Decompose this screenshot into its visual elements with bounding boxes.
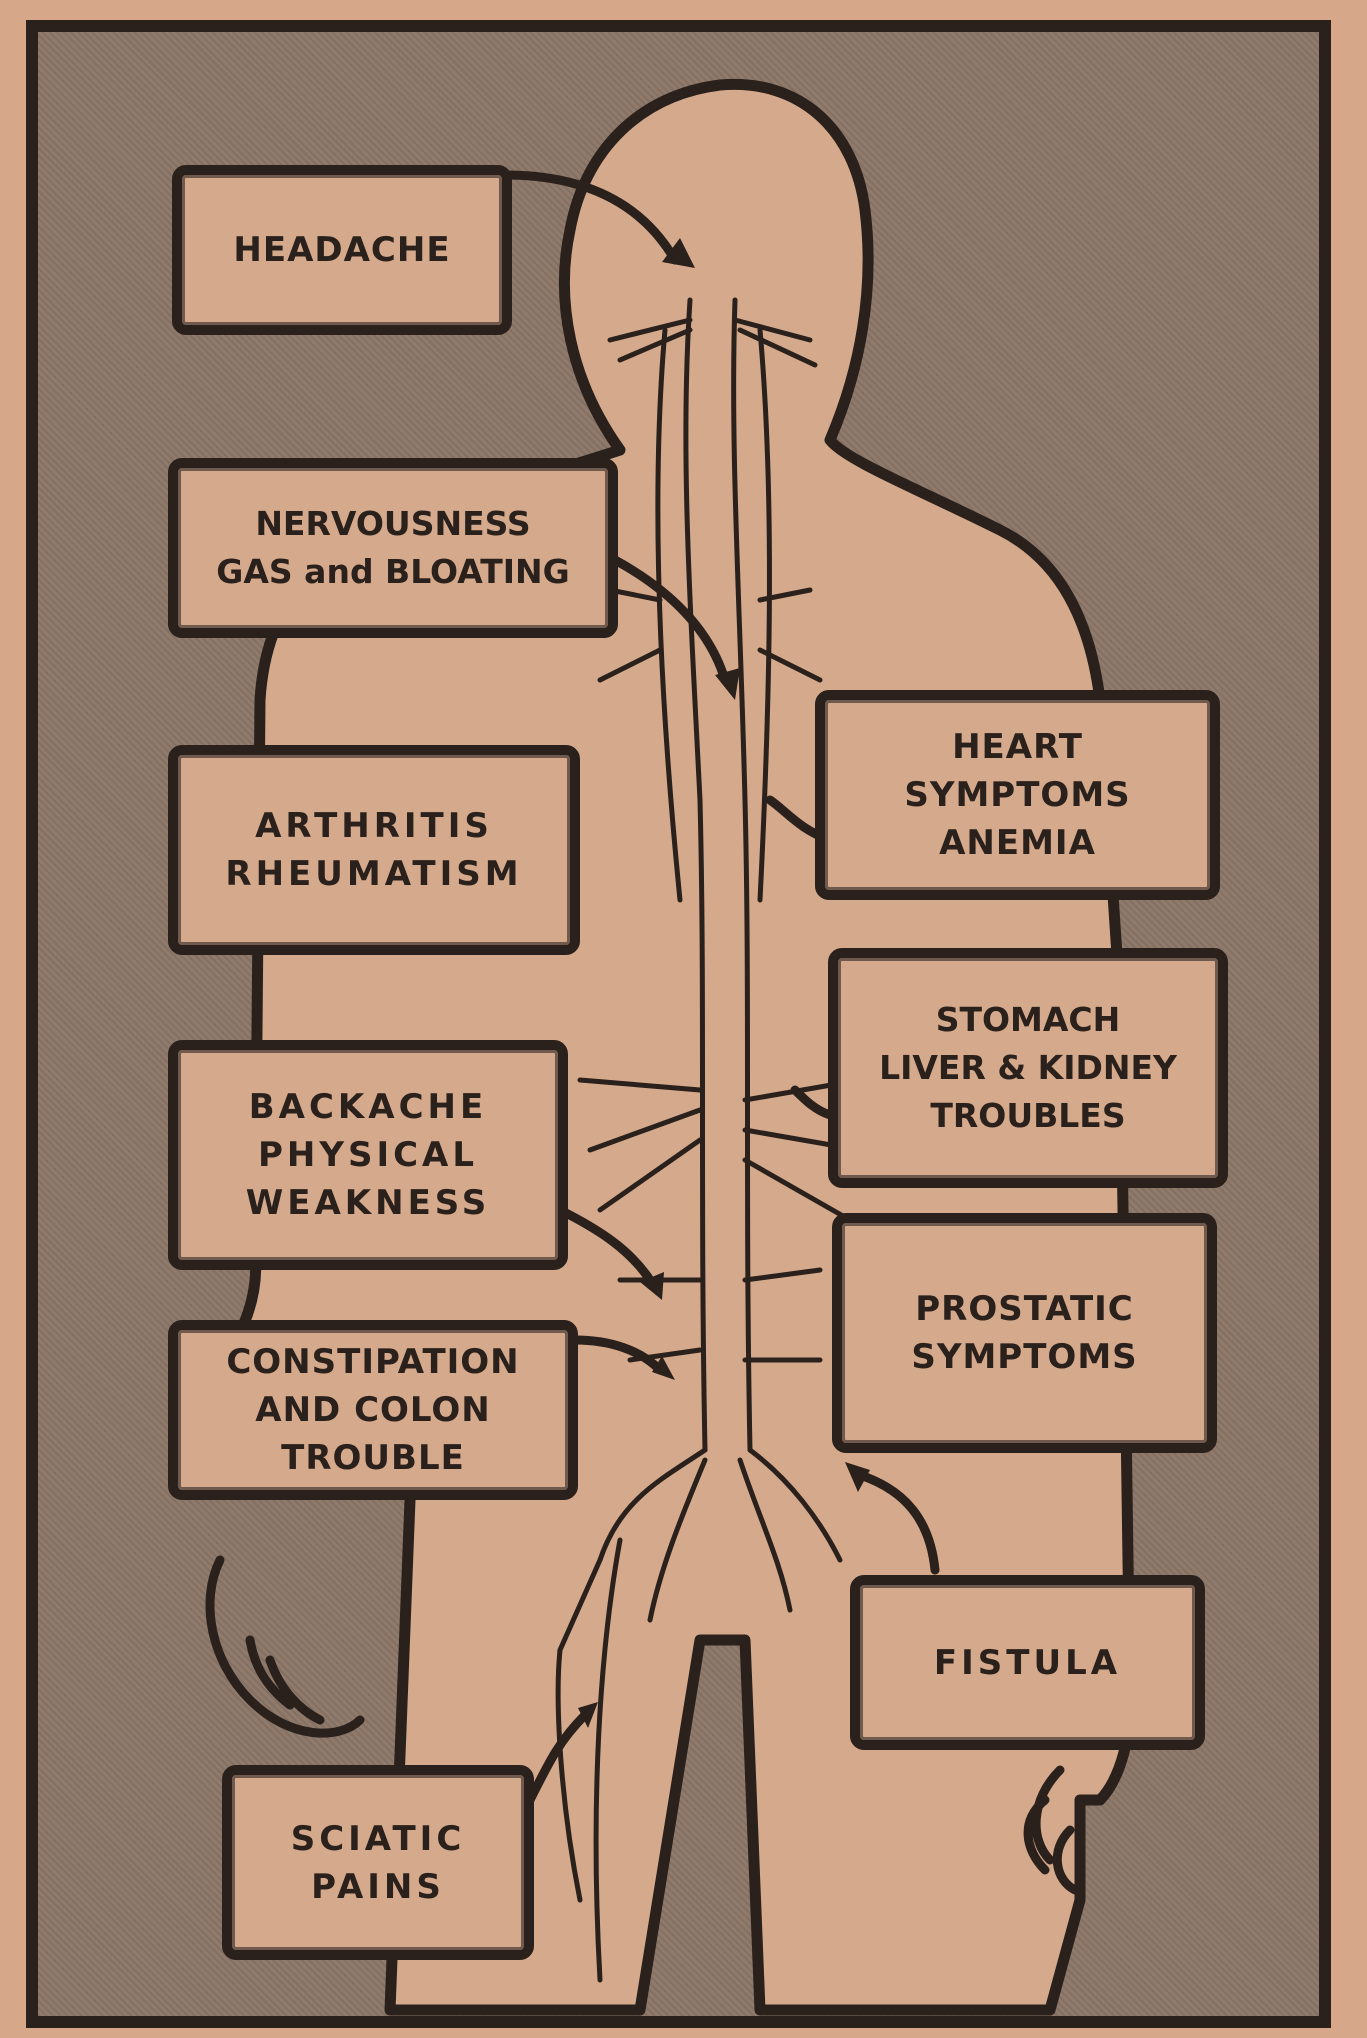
label-text: TROUBLES (930, 1092, 1125, 1140)
label-box-sciatic: SCIATIC PAINS (222, 1765, 534, 1960)
label-text: CONSTIPATION (226, 1338, 519, 1386)
label-box-prostatic: PROSTATIC SYMPTOMS (832, 1213, 1217, 1453)
label-box-headache: HEADACHE (172, 165, 512, 335)
label-text: ARTHRITIS (255, 802, 493, 850)
label-box-nervousness: NERVOUSNESS GAS and BLOATING (168, 458, 618, 638)
left-hand-outline (210, 1560, 360, 1733)
label-text: RHEUMATISM (225, 850, 522, 898)
label-text: TROUBLE (281, 1434, 465, 1482)
label-text: SCIATIC (291, 1815, 466, 1863)
label-text: SYMPTOMS (911, 1333, 1137, 1381)
label-text: PAINS (311, 1863, 445, 1911)
label-box-heart: HEART SYMPTOMS ANEMIA (815, 690, 1220, 900)
label-text: HEART (952, 723, 1083, 771)
label-box-stomach: STOMACH LIVER & KIDNEY TROUBLES (828, 948, 1228, 1188)
label-text: PROSTATIC (915, 1285, 1134, 1333)
label-box-constipation: CONSTIPATION AND COLON TROUBLE (168, 1320, 578, 1500)
label-text: GAS and BLOATING (216, 548, 569, 596)
label-text: WEAKNESS (246, 1179, 491, 1227)
label-box-arthritis: ARTHRITIS RHEUMATISM (168, 745, 580, 955)
label-text: HEADACHE (233, 226, 450, 274)
label-text: FISTULA (934, 1639, 1121, 1687)
label-text: BACKACHE (249, 1083, 487, 1131)
label-text: ANEMIA (939, 819, 1096, 867)
label-text: LIVER & KIDNEY (879, 1044, 1177, 1092)
label-box-backache: BACKACHE PHYSICAL WEAKNESS (168, 1040, 568, 1270)
label-text: NERVOUSNESS (255, 500, 530, 548)
label-box-fistula: FISTULA (850, 1575, 1205, 1750)
label-text: STOMACH (936, 996, 1121, 1044)
label-text: AND COLON (255, 1386, 491, 1434)
label-text: SYMPTOMS (904, 771, 1130, 819)
label-text: PHYSICAL (258, 1131, 478, 1179)
